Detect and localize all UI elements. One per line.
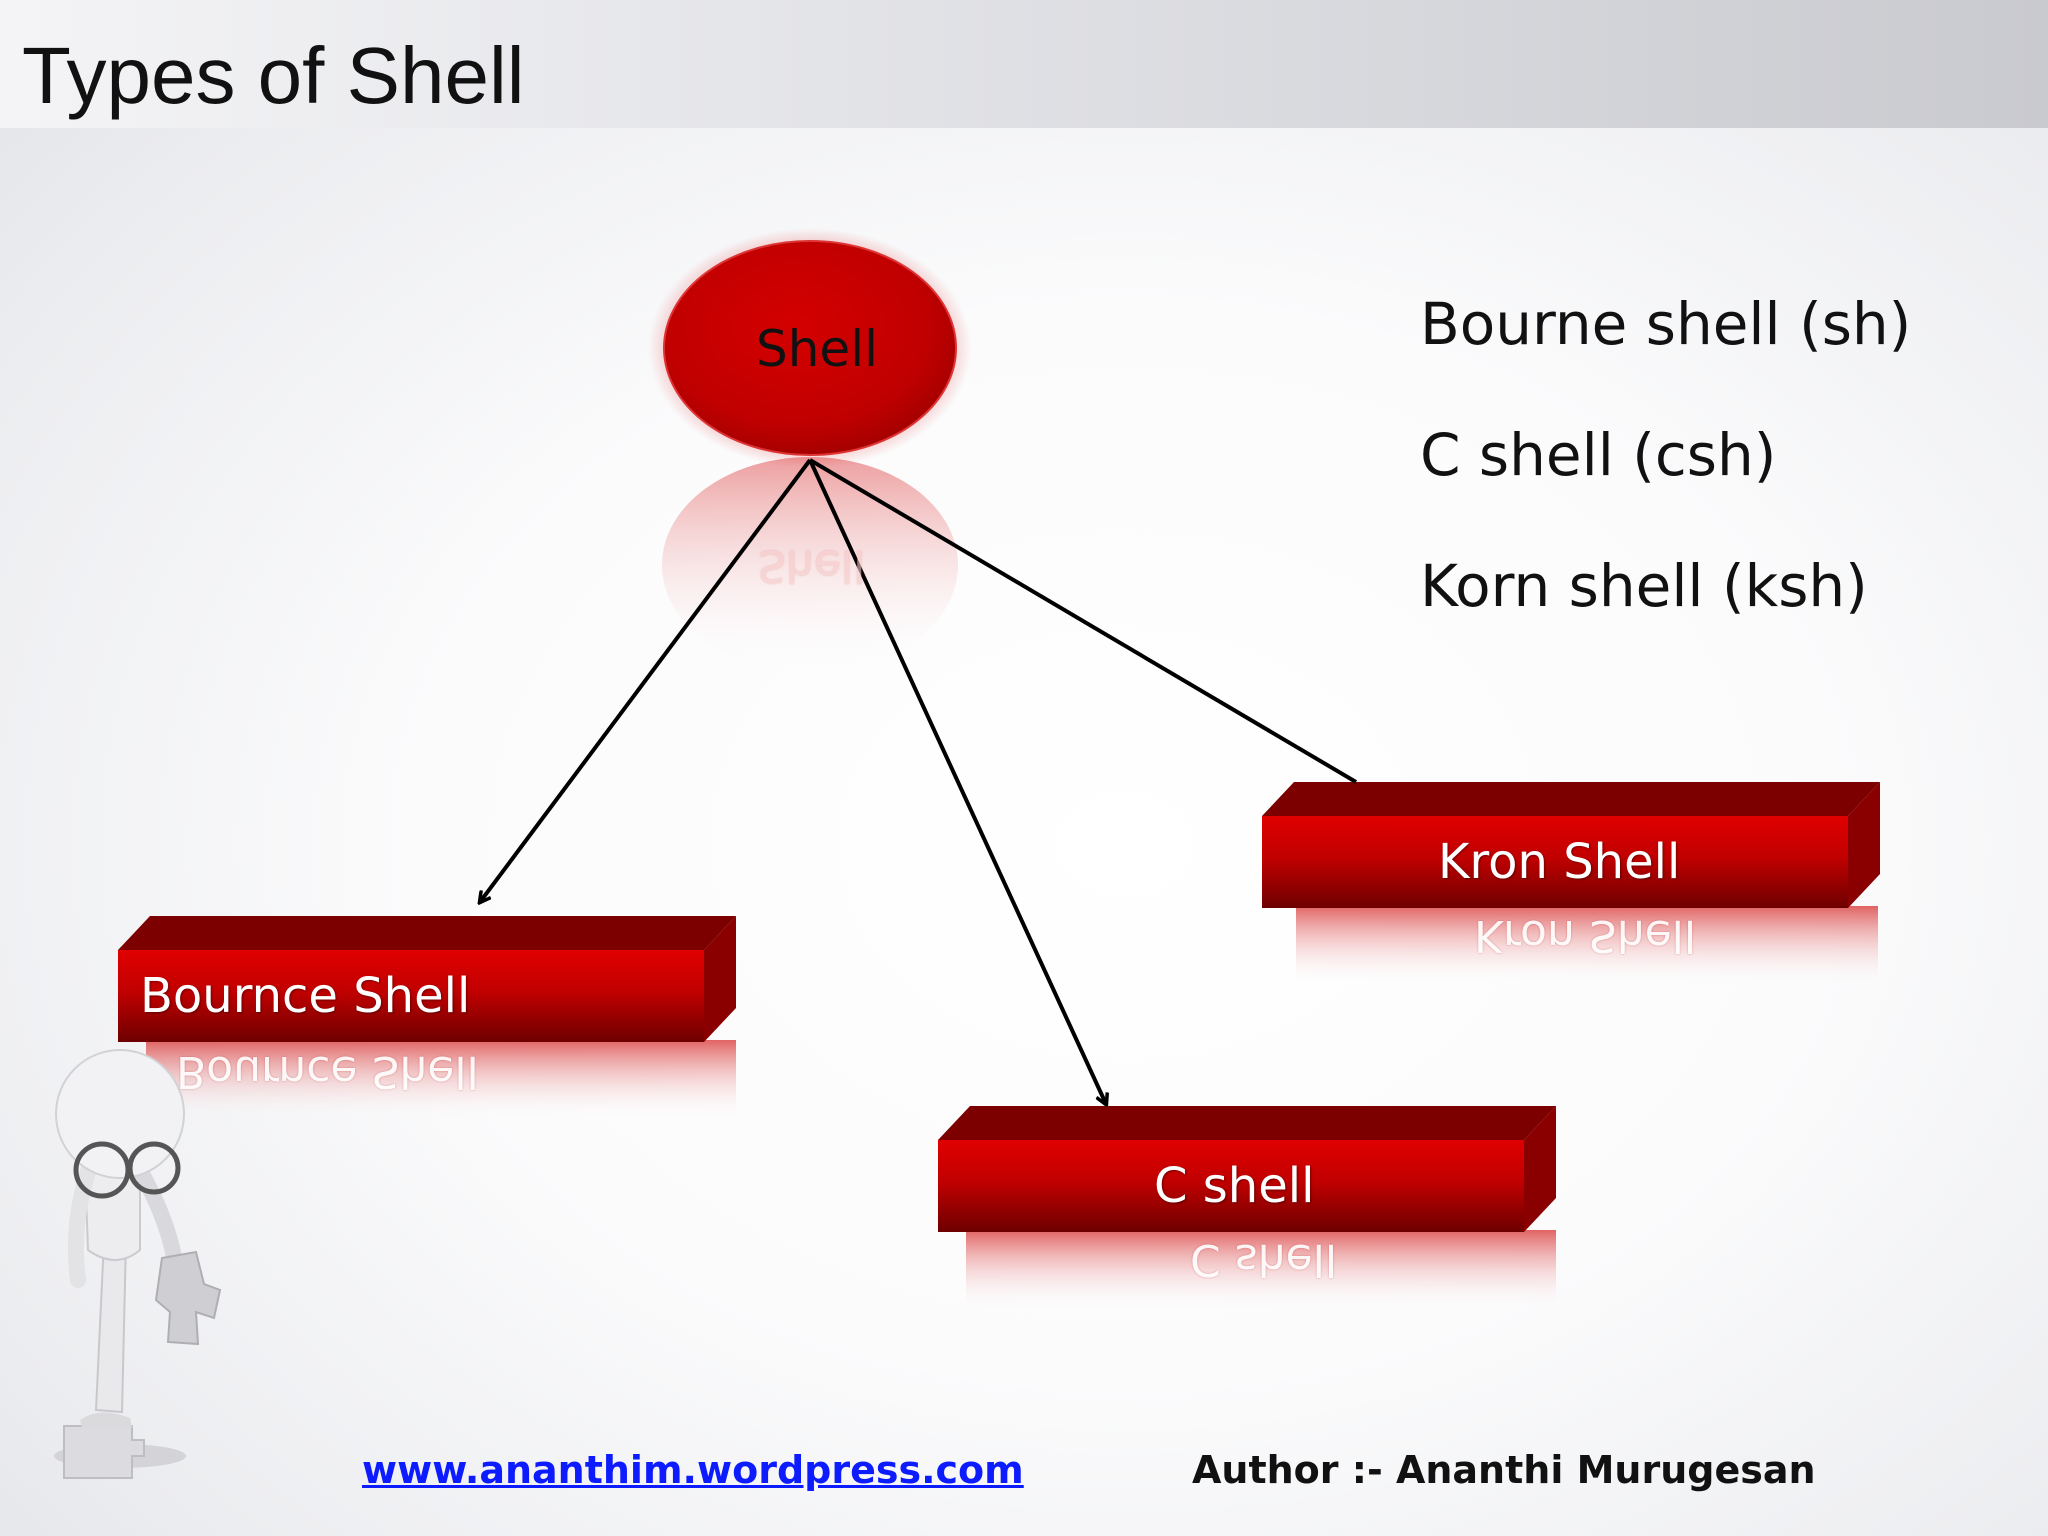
korn-box-reflection <box>1296 906 1878 986</box>
title-bar: Types of Shell <box>0 0 2048 128</box>
list-item: C shell (csh) <box>1420 421 1777 489</box>
bourne-box-reflection <box>146 1040 736 1120</box>
c-shell-label-reflection: C shell <box>1190 1234 1338 1285</box>
c-box-top <box>938 1106 1556 1140</box>
connector-to-korn <box>808 458 1358 784</box>
shell-types-list: Bourne shell (sh) C shell (csh) Korn she… <box>1420 290 1911 683</box>
c-box-reflection <box>966 1230 1556 1310</box>
c-shell-label: C shell <box>1154 1158 1315 1214</box>
bourne-box-top <box>118 916 736 950</box>
korn-box-side <box>1848 782 1880 908</box>
korn-shell-box <box>1262 782 1880 986</box>
list-item: Korn shell (ksh) <box>1420 552 1868 620</box>
korn-box-front <box>1262 816 1848 908</box>
root-node-label: Shell <box>756 320 878 378</box>
c-box-side <box>1524 1106 1556 1232</box>
bourne-shell-label-reflection: Bournce Shell <box>176 1046 479 1097</box>
korn-shell-label: Kron Shell <box>1438 834 1681 890</box>
c-box-front <box>938 1140 1524 1232</box>
website-link[interactable]: www.ananthim.wordpress.com <box>362 1448 1024 1492</box>
bourne-shell-label: Bournce Shell <box>140 968 471 1024</box>
slide-title: Types of Shell <box>22 31 525 120</box>
connector-to-bourne <box>480 458 812 902</box>
root-node-label-reflection: Shell <box>758 540 866 591</box>
korn-shell-label-reflection: Kron Shell <box>1474 910 1697 961</box>
author-credit: Author :- Ananthi Murugesan <box>1192 1448 1816 1492</box>
thinking-figure-icon <box>54 1049 222 1479</box>
c-shell-box <box>938 1106 1556 1310</box>
bourne-shell-box <box>118 916 736 1120</box>
root-node-ellipse <box>663 240 957 456</box>
bourne-box-front <box>118 950 704 1042</box>
bourne-box-side <box>704 916 736 1042</box>
list-item: Bourne shell (sh) <box>1420 290 1912 358</box>
korn-box-top <box>1262 782 1880 816</box>
connector-to-c-shell <box>808 459 1106 1104</box>
